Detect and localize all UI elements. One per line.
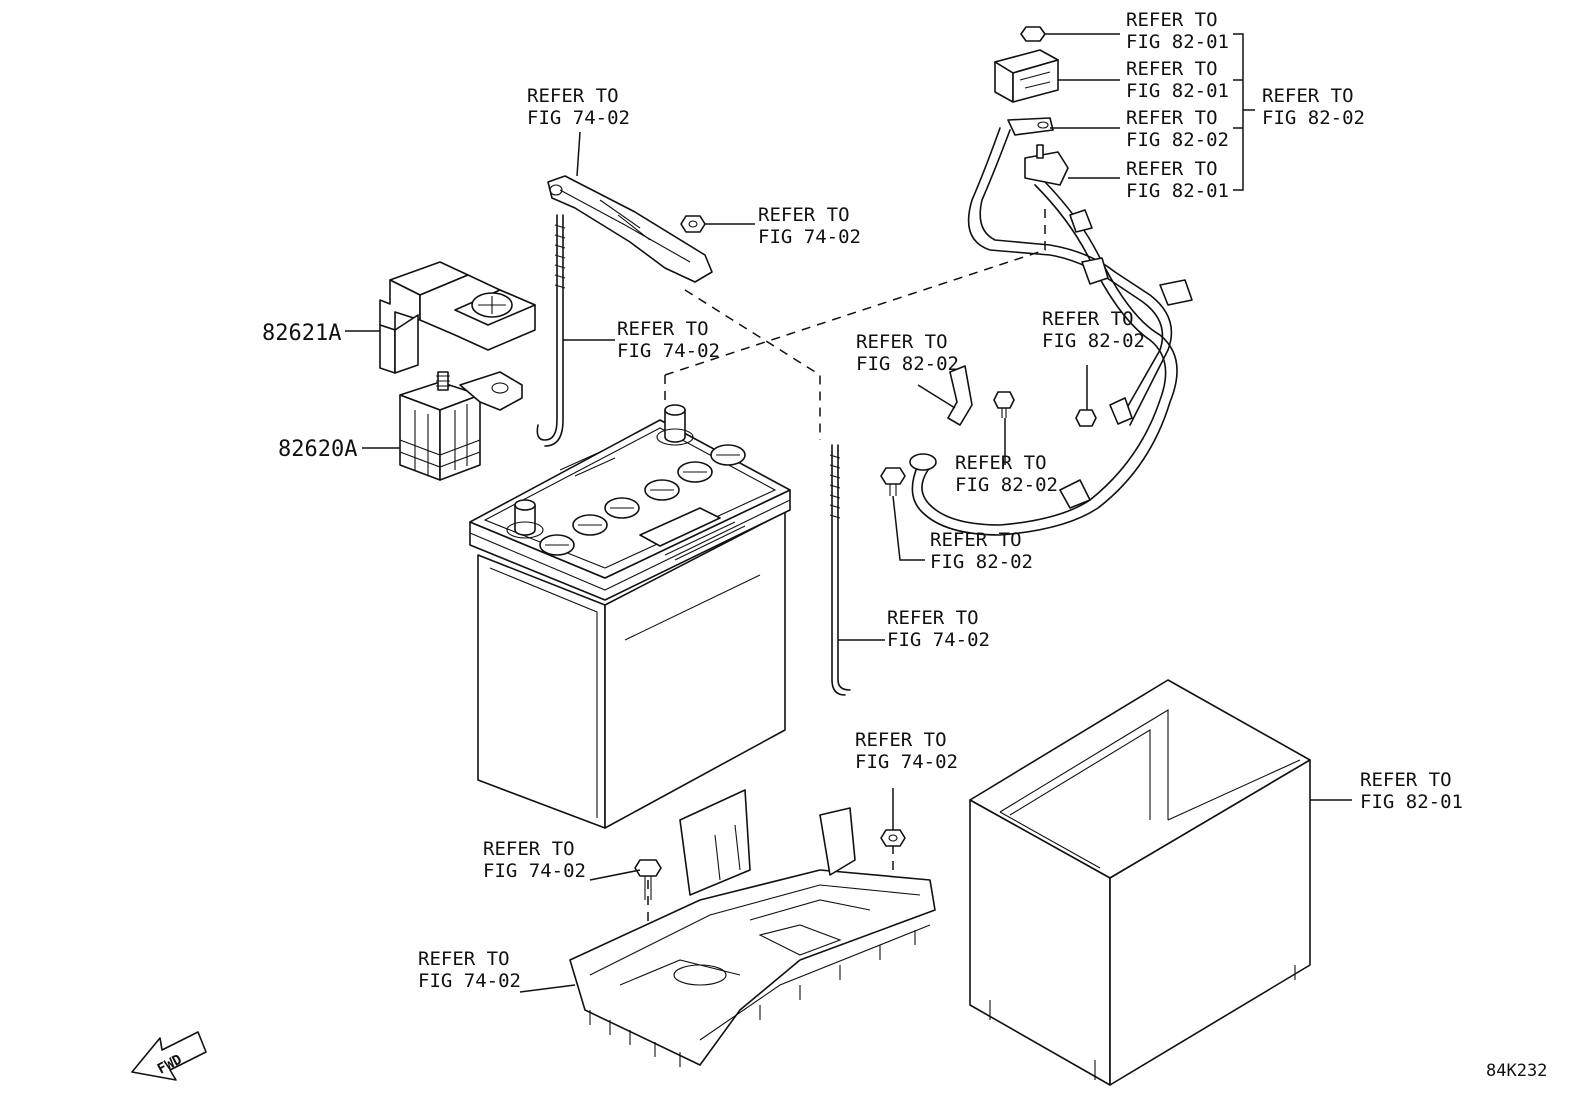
svg-text:REFER TO: REFER TO	[527, 85, 619, 107]
svg-text:REFER TO: REFER TO	[1126, 158, 1218, 180]
battery	[469, 404, 791, 829]
ref-label-cable-bracket: REFER TO FIG 82-02	[856, 331, 959, 375]
ref-label-bracket-bolt: REFER TO FIG 82-02	[955, 452, 1058, 496]
svg-text:FIG 74-02: FIG 74-02	[617, 340, 720, 362]
svg-text:FIG 74-02: FIG 74-02	[855, 751, 958, 773]
svg-text:REFER TO: REFER TO	[855, 729, 947, 751]
part-number-labels: 82621A 82620A	[262, 321, 357, 462]
ref-label-insulator: REFER TO FIG 82-01	[1360, 769, 1463, 813]
j-bolt-right	[829, 444, 851, 696]
svg-text:REFER TO: REFER TO	[1126, 58, 1218, 80]
svg-text:REFER TO: REFER TO	[1042, 308, 1134, 330]
svg-text:FIG 82-02: FIG 82-02	[1042, 330, 1145, 352]
tray-bolt	[634, 859, 662, 900]
ref-label-tray-bolt: REFER TO FIG 74-02	[483, 838, 586, 882]
cable-bracket	[947, 365, 973, 426]
ref-label-ring-terminal: REFER TO FIG 82-02	[1126, 107, 1229, 151]
ref-label-clamp-terminal: REFER TO FIG 82-01	[1126, 158, 1229, 202]
ref-label-top-nut: REFER TO FIG 82-01	[1126, 9, 1229, 53]
terminal-cover-82621A	[379, 261, 536, 374]
battery-cell-caps	[539, 444, 746, 556]
ref-label-j-bolt-left: REFER TO FIG 74-02	[617, 318, 720, 362]
svg-text:REFER TO: REFER TO	[758, 204, 850, 226]
clamp-nut	[680, 215, 706, 233]
svg-text:REFER TO: REFER TO	[1126, 9, 1218, 31]
battery-post-right	[656, 404, 694, 446]
battery-cable-assembly	[909, 26, 1193, 536]
bolt-ground	[1075, 409, 1097, 427]
ref-label-j-bolt-right: REFER TO FIG 74-02	[887, 607, 990, 651]
svg-text:REFER TO: REFER TO	[483, 838, 575, 860]
svg-text:REFER TO: REFER TO	[418, 948, 510, 970]
ref-label-cable-group: REFER TO FIG 82-02	[1262, 85, 1365, 129]
ref-label-ground-bolt: REFER TO FIG 82-02	[1042, 308, 1145, 352]
svg-text:FIG 74-02: FIG 74-02	[483, 860, 586, 882]
svg-text:REFER TO: REFER TO	[1360, 769, 1452, 791]
ref-label-clamp-nut: REFER TO FIG 74-02	[758, 204, 861, 248]
svg-text:FIG 82-02: FIG 82-02	[1262, 107, 1365, 129]
svg-text:FIG 82-02: FIG 82-02	[856, 353, 959, 375]
svg-text:REFER TO: REFER TO	[617, 318, 709, 340]
battery-insulator-box	[969, 679, 1311, 1086]
svg-text:FIG 74-02: FIG 74-02	[758, 226, 861, 248]
svg-text:REFER TO: REFER TO	[856, 331, 948, 353]
part-number-82620A: 82620A	[278, 437, 357, 462]
battery-hold-down-clamp	[547, 175, 713, 283]
svg-text:REFER TO: REFER TO	[1126, 107, 1218, 129]
ref-label-fusible-link: REFER TO FIG 82-01	[1126, 58, 1229, 102]
svg-text:FIG 74-02: FIG 74-02	[418, 970, 521, 992]
svg-text:FIG 82-02: FIG 82-02	[955, 474, 1058, 496]
diagram-code: 84K232	[1486, 1061, 1547, 1081]
ref-label-cable-bolt: REFER TO FIG 82-02	[930, 529, 1033, 573]
svg-text:REFER TO: REFER TO	[887, 607, 979, 629]
battery-post-left	[506, 499, 544, 539]
fwd-arrow-icon: FWD	[131, 1031, 207, 1081]
svg-text:REFER TO: REFER TO	[1262, 85, 1354, 107]
svg-text:FIG 82-01: FIG 82-01	[1126, 180, 1229, 202]
svg-text:REFER TO: REFER TO	[930, 529, 1022, 551]
svg-text:FIG 74-02: FIG 74-02	[527, 107, 630, 129]
j-bolt-left	[536, 214, 566, 447]
tray-nut	[880, 829, 906, 847]
reference-labels: REFER TO FIG 82-01 REFER TO FIG 82-01 RE…	[418, 9, 1463, 992]
battery-tray	[569, 789, 936, 1067]
bolt-bracket	[993, 391, 1015, 418]
svg-text:FIG 82-02: FIG 82-02	[1126, 129, 1229, 151]
svg-text:FIG 74-02: FIG 74-02	[887, 629, 990, 651]
svg-text:FIG 82-01: FIG 82-01	[1126, 31, 1229, 53]
battery-terminal-82620A	[399, 371, 523, 481]
svg-text:FIG 82-02: FIG 82-02	[930, 551, 1033, 573]
ref-label-tray-nut: REFER TO FIG 74-02	[855, 729, 958, 773]
svg-text:FIG 82-01: FIG 82-01	[1126, 80, 1229, 102]
part-number-82621A: 82621A	[262, 321, 341, 346]
svg-text:FIG 82-01: FIG 82-01	[1360, 791, 1463, 813]
bolt-cable	[880, 467, 906, 496]
svg-text:REFER TO: REFER TO	[955, 452, 1047, 474]
ref-label-clamp-top: REFER TO FIG 74-02	[527, 85, 630, 129]
leader-lines	[345, 33, 1352, 993]
ref-label-tray: REFER TO FIG 74-02	[418, 948, 521, 992]
